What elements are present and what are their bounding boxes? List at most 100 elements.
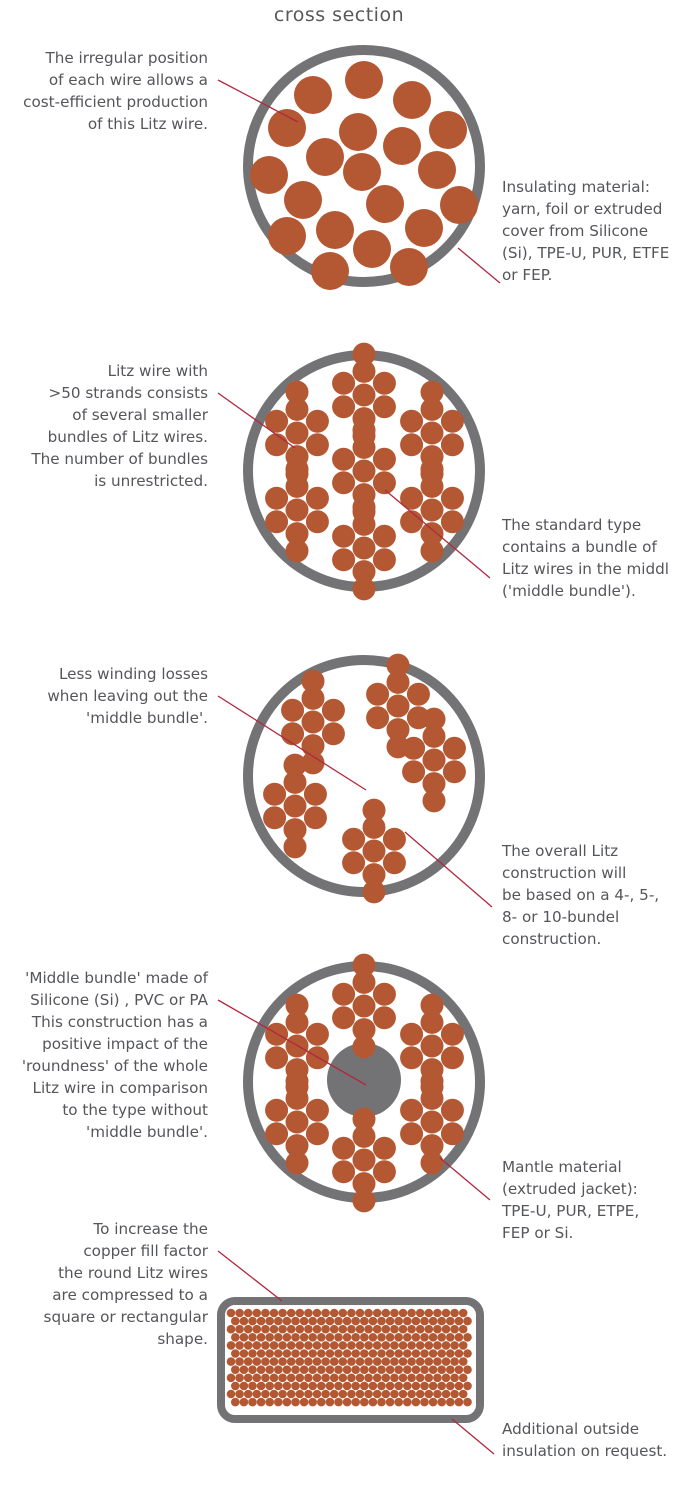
copper-strand	[362, 880, 386, 904]
no-middle-left-note: Less winding losses when leaving out the…	[47, 665, 208, 727]
copper-strand	[261, 1308, 270, 1318]
copper-strand	[274, 1333, 283, 1342]
copper-strand	[248, 1316, 257, 1326]
copper-strand	[381, 1389, 391, 1399]
copper-strand	[440, 1046, 464, 1070]
copper-strand	[428, 1365, 438, 1374]
copper-strand	[368, 1397, 378, 1407]
copper-strand	[283, 753, 307, 777]
copper-strand	[285, 457, 309, 481]
copper-strand	[394, 1316, 404, 1326]
copper-strand	[351, 1333, 361, 1342]
copper-strand	[286, 1341, 296, 1350]
copper-strand	[299, 1381, 309, 1391]
copper-strand	[329, 1341, 339, 1350]
copper-strand	[261, 1357, 270, 1366]
copper-strand	[308, 1333, 318, 1342]
copper-strand	[226, 1308, 236, 1318]
copper-strand	[454, 1349, 464, 1358]
copper-strand	[400, 409, 424, 433]
copper-strand	[372, 1341, 382, 1350]
copper-strand	[231, 1333, 240, 1342]
copper-strand	[265, 1365, 275, 1374]
copper-strand	[248, 1365, 257, 1374]
copper-strand	[458, 1324, 468, 1334]
copper-strand	[407, 1341, 416, 1350]
copper-strand	[256, 1381, 266, 1391]
copper-strand	[440, 1022, 464, 1046]
copper-strand	[420, 1010, 444, 1034]
copper-strand	[252, 1308, 262, 1318]
copper-strand	[332, 1136, 356, 1160]
copper-strand	[265, 1098, 289, 1122]
copper-strand	[403, 1349, 412, 1358]
copper-strand	[265, 486, 289, 510]
copper-strand	[385, 1349, 395, 1358]
copper-strand	[295, 1324, 305, 1334]
copper-strand	[352, 512, 376, 536]
copper-strand	[381, 1308, 391, 1318]
copper-strand	[382, 827, 406, 851]
copper-strand	[450, 1341, 459, 1350]
copper-strand	[352, 953, 376, 977]
copper-strand	[235, 1357, 244, 1366]
copper-strand	[372, 471, 396, 495]
copper-strand	[433, 1357, 442, 1366]
leader-line	[217, 79, 299, 123]
copper-strand	[269, 1373, 279, 1383]
copper-strand	[285, 1151, 309, 1175]
copper-strand	[441, 1357, 451, 1366]
copper-strand	[248, 1381, 257, 1391]
copper-strand	[291, 1365, 300, 1374]
copper-strand	[252, 1373, 262, 1383]
copper-strand	[261, 1373, 270, 1383]
copper-strand	[418, 151, 456, 189]
copper-strand	[285, 1134, 309, 1158]
copper-strand	[231, 1397, 240, 1407]
filler-right-note: Mantle material (extruded jacket): TPE-U…	[502, 1158, 640, 1242]
copper-strand	[278, 1389, 287, 1399]
middle-filler	[327, 1043, 401, 1117]
copper-strand	[454, 1381, 464, 1391]
copper-strand	[283, 818, 307, 842]
copper-strand	[261, 1324, 270, 1334]
copper-strand	[305, 409, 329, 433]
copper-strand	[325, 1365, 335, 1374]
copper-strand	[463, 1316, 472, 1326]
copper-strand	[332, 1160, 356, 1184]
copper-strand	[400, 1122, 424, 1146]
copper-strand	[334, 1365, 343, 1374]
copper-strand	[352, 577, 376, 601]
copper-strand	[274, 1349, 283, 1358]
copper-strand	[285, 539, 309, 563]
copper-strand	[342, 827, 366, 851]
copper-strand	[294, 76, 332, 114]
copper-strand	[420, 1134, 444, 1158]
leader-line	[384, 489, 491, 579]
copper-strand	[299, 1397, 309, 1407]
copper-strand	[268, 217, 306, 255]
copper-strand	[368, 1333, 378, 1342]
copper-strand	[305, 486, 329, 510]
cross-section-standard	[217, 342, 491, 601]
copper-strand	[440, 186, 478, 224]
copper-strand	[437, 1349, 447, 1358]
copper-strand	[420, 457, 444, 481]
copper-strand	[424, 1357, 434, 1366]
copper-strand	[286, 1308, 296, 1318]
copper-strand	[398, 1308, 408, 1318]
copper-strand	[362, 798, 386, 822]
copper-strand	[351, 1349, 361, 1358]
copper-strand	[440, 510, 464, 534]
copper-strand	[402, 736, 426, 760]
copper-strand	[282, 1349, 292, 1358]
copper-strand	[411, 1365, 421, 1374]
copper-strand	[420, 397, 444, 421]
copper-strand	[291, 1333, 300, 1342]
copper-strand	[415, 1373, 425, 1383]
copper-strand	[405, 209, 443, 247]
copper-strand	[304, 1357, 313, 1366]
copper-strand	[360, 1349, 369, 1358]
copper-strand	[351, 1397, 361, 1407]
copper-strand	[352, 435, 376, 459]
